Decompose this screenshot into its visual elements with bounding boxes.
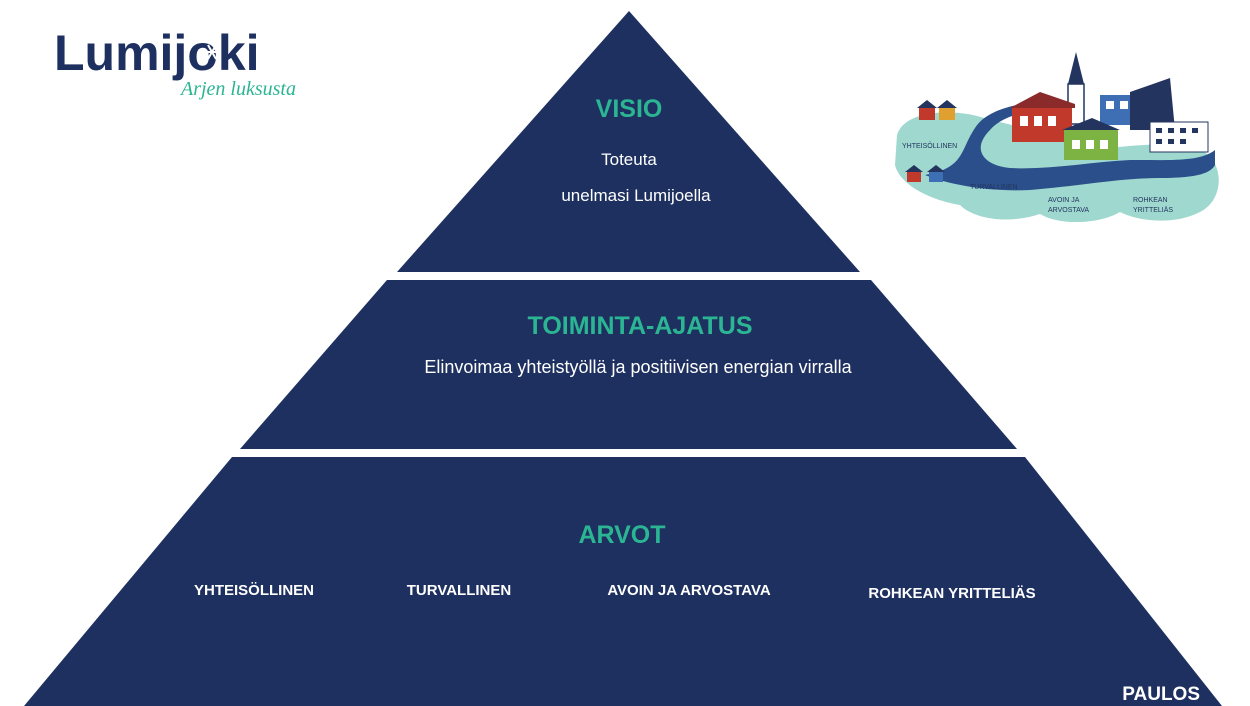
logo-wordmark: Lumijoki: [54, 25, 260, 81]
value-item: YHTEISÖLLINEN: [194, 582, 314, 599]
lumijoki-logo: Lumijoki Arjen luksusta: [54, 25, 296, 100]
vision-line-2: unelmasi Lumijoella: [561, 186, 711, 205]
mission-heading: TOIMINTA-AJATUS: [528, 312, 753, 340]
logo-tagline: Arjen luksusta: [179, 78, 296, 100]
value-item: ROHKEAN YRITTELIÄS: [868, 585, 1035, 602]
pyramid-tier-top: [397, 11, 860, 272]
illustration-label: AVOIN JA: [1048, 197, 1080, 204]
values-heading: ARVOT: [578, 521, 665, 549]
illustration-label: ROHKEAN: [1133, 197, 1168, 204]
snowflake-icon: [204, 44, 220, 60]
illustration-label: YRITTELIÄS: [1133, 206, 1173, 214]
value-item: AVOIN JA ARVOSTAVA: [607, 582, 771, 599]
pyramid-tier-bottom: [24, 457, 1222, 706]
illustration-label: ARVOSTAVA: [1048, 207, 1089, 214]
vision-heading: VISIO: [596, 95, 663, 123]
village-illustration: YHTEISÖLLINEN TURVALLINEN AVOIN JA ARVOS…: [895, 52, 1219, 223]
illustration-label: TURVALLINEN: [970, 184, 1018, 191]
pyramid-tier-middle: [240, 280, 1017, 449]
vision-line-1: Toteuta: [601, 150, 657, 169]
value-item: TURVALLINEN: [407, 582, 511, 599]
illustration-label: YHTEISÖLLINEN: [902, 142, 957, 150]
footer-brand: PAULOS: [1122, 684, 1200, 705]
mission-text: Elinvoimaa yhteistyöllä ja positiivisen …: [424, 357, 852, 377]
